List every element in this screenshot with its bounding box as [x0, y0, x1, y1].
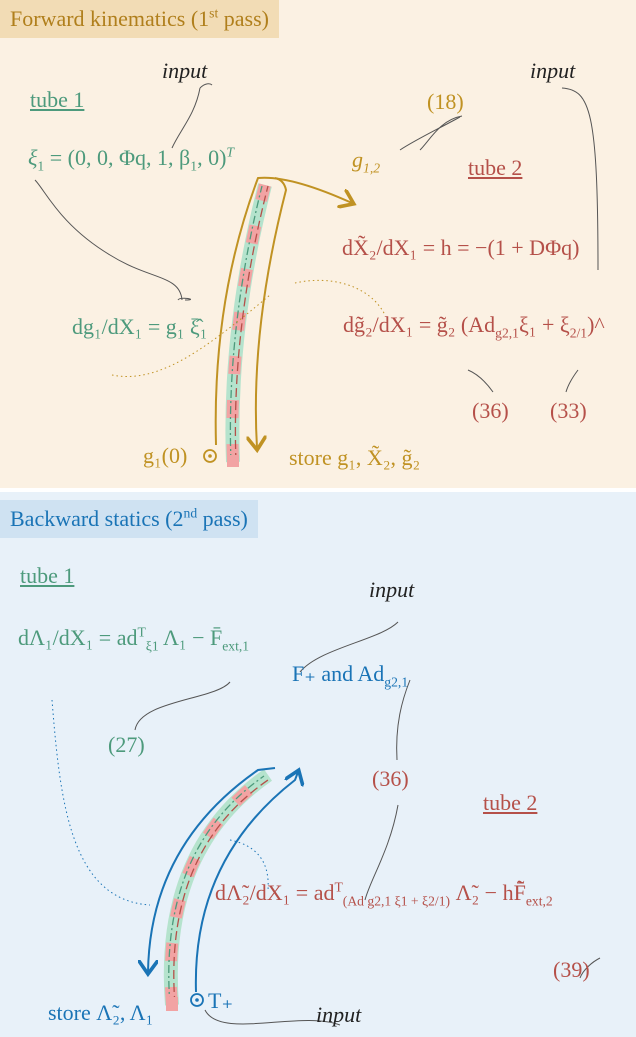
fk-tube2-label: tube 2: [468, 155, 523, 180]
fk-g12: g1,2: [352, 147, 381, 176]
bs-ref-39: (39): [553, 957, 590, 982]
bs-tube2-label: tube 2: [483, 790, 538, 815]
bs-tplus-label: T₊: [208, 988, 234, 1013]
fk-store: store g₁, X̃₂, g̃₂: [289, 445, 421, 470]
fk-dx2-equation: dX̃₂/dX₁ = h = −(1 + DΦq): [342, 235, 580, 260]
bs-ref-27: (27): [108, 732, 145, 757]
bs-lambda2-equation: dΛ̃₂/dX₁ = adT(Ad g2,1 ξ1 + ξ2/1) Λ̃₂ − …: [215, 879, 553, 909]
bs-up-arrow: [194, 772, 298, 993]
bs-store: store Λ̃₂, Λ₁: [48, 1000, 154, 1025]
bs-input-bottom: input: [316, 1002, 362, 1027]
backward-statics-panel: [0, 492, 636, 1037]
fk-tube: [225, 183, 272, 467]
fk-up-arrow: [214, 176, 352, 446]
bs-fplus-label: F₊ and Adg2,1: [292, 661, 409, 690]
bs-input-top: input: [369, 577, 415, 602]
fk-xi1-equation: ξ1 = (0, 0, Φq, 1, β1, 0)T: [28, 144, 234, 174]
forward-kinematics-panel: [0, 0, 636, 488]
fk-dg2-equation: dg̃₂/dX₁ = g̃₂ (Adg2,1ξ₁ + ξ2/1)^: [343, 312, 605, 341]
fk-input-right: input: [530, 58, 576, 83]
fk-ref-18: (18): [427, 89, 464, 114]
bs-lambda1-equation: dΛ₁/dX₁ = adTξ1 Λ₁ − F̄ext,1: [18, 624, 250, 654]
fk-g1-origin: g₁(0): [143, 443, 188, 468]
fk-origin-marker: [203, 449, 217, 463]
fk-input-top: input: [162, 58, 208, 83]
bs-ref-36: (36): [372, 766, 409, 791]
fk-ref-33: (33): [550, 398, 587, 423]
backward-statics-header: Backward statics (2nd pass): [0, 500, 258, 538]
bs-origin-marker: [190, 993, 204, 1007]
forward-kinematics-header: Forward kinematics (1st pass): [0, 0, 279, 38]
fk-tube1-label: tube 1: [30, 87, 85, 112]
bs-down-arrow: [148, 767, 276, 972]
bs-tube1-label: tube 1: [20, 563, 75, 588]
fk-dg1-equation: dg₁/dX₁ = g₁ ξ̂₁: [72, 314, 208, 339]
bs-tube: [163, 769, 272, 1011]
fk-ref-36: (36): [472, 398, 509, 423]
fk-down-arrow: [256, 177, 288, 448]
